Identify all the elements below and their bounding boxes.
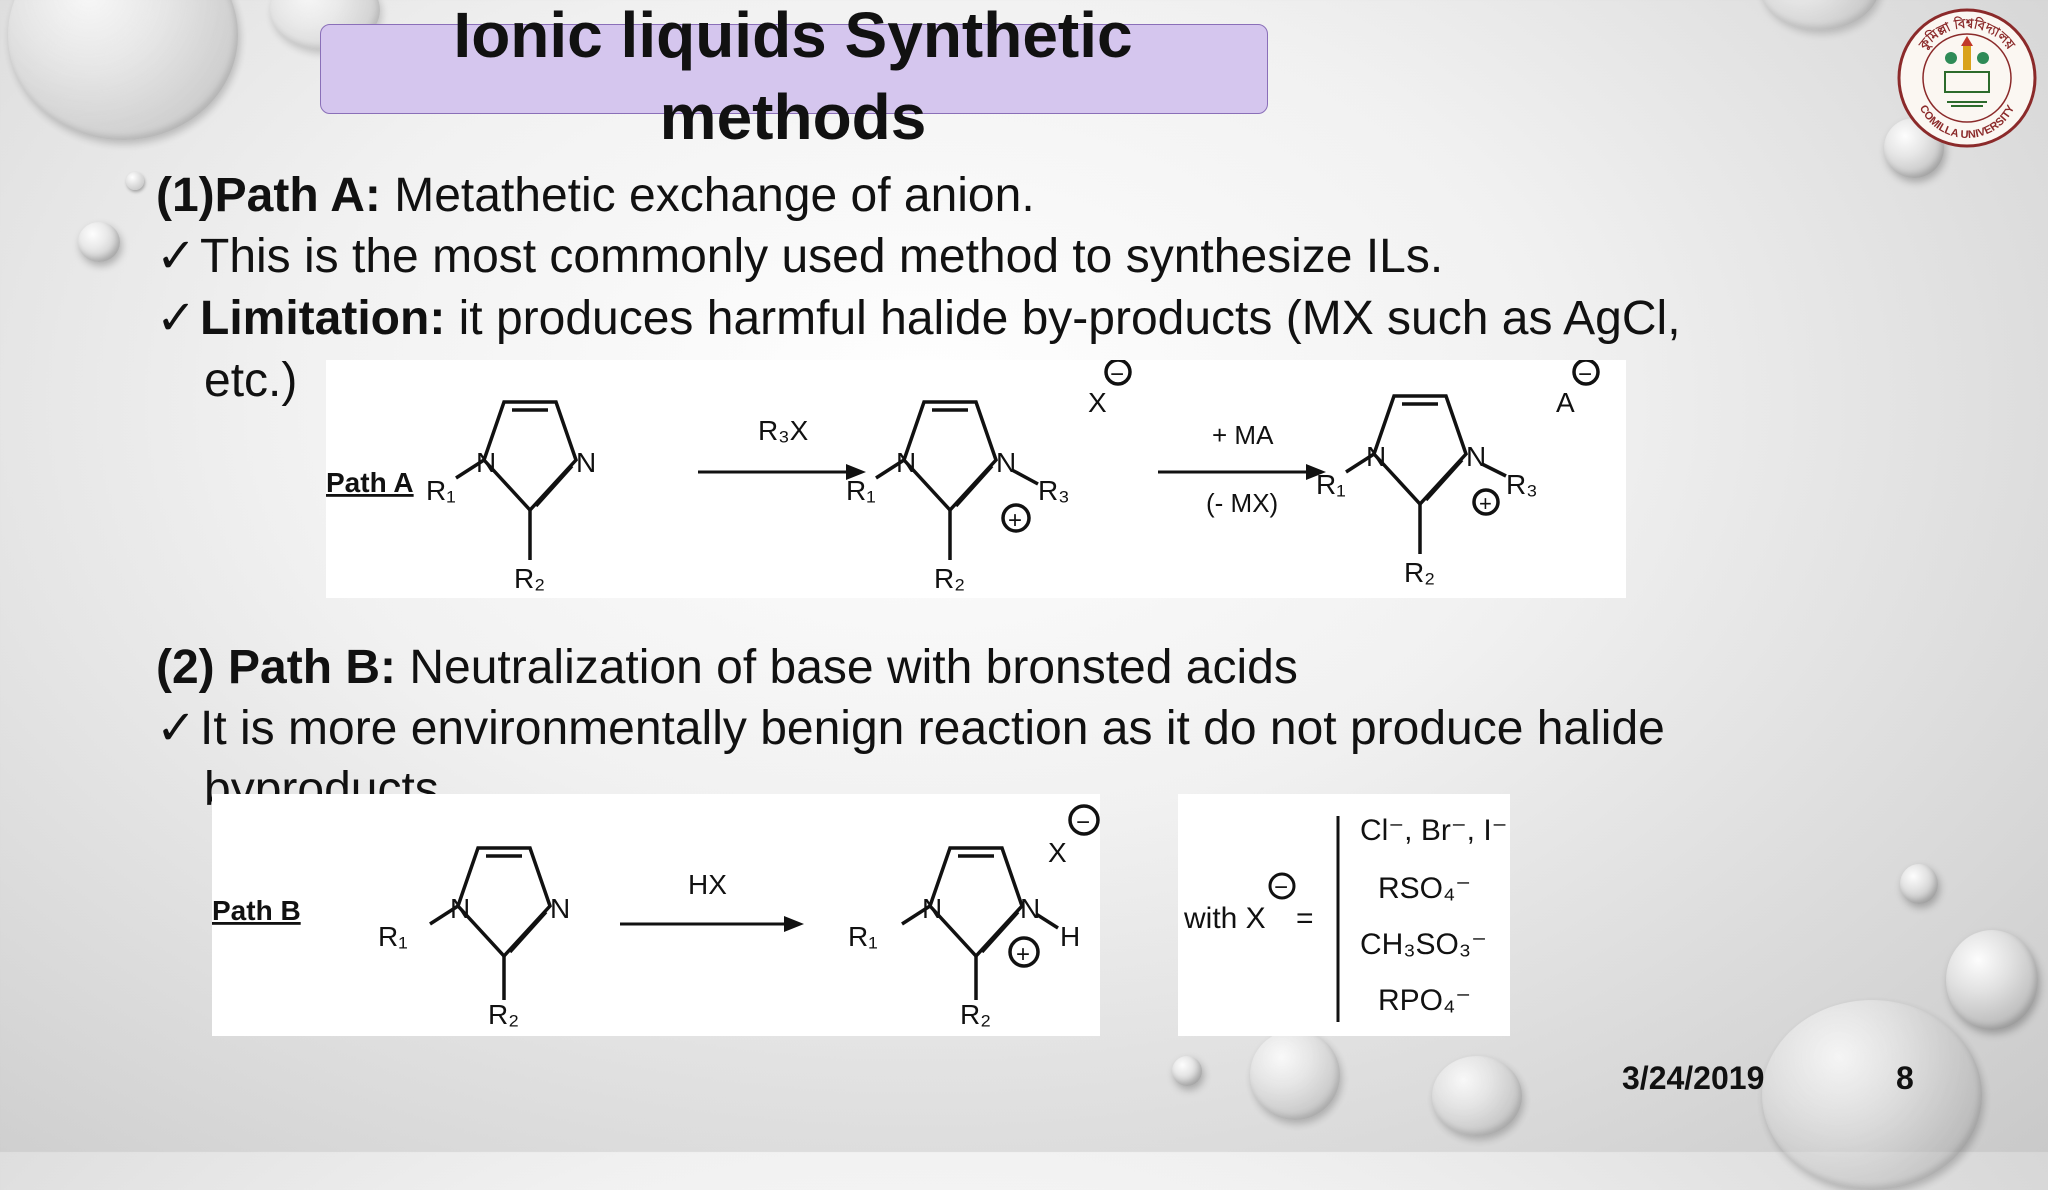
svg-text:+: +	[1016, 941, 1030, 968]
svg-text:H: H	[1060, 921, 1080, 952]
checkmark-icon: ✓	[156, 292, 197, 345]
path-b-label: (2) Path B:	[156, 641, 396, 694]
svg-text:+: +	[1008, 507, 1022, 534]
reaction-scheme-path-a: Path A N N R₁ R₂ R₃X	[326, 358, 1626, 598]
svg-text:R₂: R₂	[514, 563, 545, 594]
anion-ch3so3: CH₃SO₃⁻	[1360, 928, 1487, 961]
svg-text:R₁: R₁	[848, 921, 878, 952]
water-drop-decoration	[8, 0, 238, 140]
svg-text:R₂: R₂	[934, 563, 965, 594]
svg-text:−: −	[1110, 361, 1124, 388]
anion-rpo4: RPO₄⁻	[1378, 984, 1471, 1017]
svg-text:N: N	[1020, 893, 1040, 924]
limitation-label: Limitation:	[200, 292, 446, 345]
title-line-1: Ionic liquids Synthetic	[453, 0, 1133, 71]
university-logo: কুমিল্লা বিশ্ববিদ্যালয় COMILLA UNIVERSI…	[1897, 8, 2037, 148]
title-banner	[320, 24, 1268, 114]
svg-text:N: N	[996, 447, 1016, 478]
water-drop-decoration	[1432, 1056, 1522, 1136]
svg-text:N: N	[922, 893, 942, 924]
water-drop-decoration	[78, 222, 120, 262]
byproduct-mx: (- MX)	[1206, 488, 1278, 518]
path-b-bullet-text: It is more environmentally benign reacti…	[200, 702, 1665, 755]
svg-text:R₃: R₃	[1506, 469, 1538, 500]
equals-sign: =	[1296, 902, 1314, 935]
path-a-label: (1)Path A:	[156, 169, 381, 222]
svg-text:N: N	[896, 447, 916, 478]
title-line-2: methods	[659, 81, 927, 153]
checkmark-icon: ✓	[156, 702, 197, 755]
anion-a: A	[1556, 387, 1575, 418]
path-a-bullet-1-text: This is the most commonly used method to…	[200, 230, 1444, 283]
scheme-b-drawing: Path B N N R₁ R₂ HX	[212, 804, 1100, 1030]
svg-text:N: N	[450, 893, 470, 924]
path-b-bullet: ✓It is more environmentally benign react…	[156, 701, 1665, 757]
anion-list-panel: with X − = Cl⁻, Br⁻, I⁻ RSO₄⁻ CH₃SO₃⁻ RP…	[1178, 794, 1510, 1036]
svg-text:R₂: R₂	[1404, 557, 1435, 588]
checkmark-icon: ✓	[156, 230, 197, 283]
scheme-a-label: Path A	[326, 467, 414, 498]
anion-x: X	[1048, 837, 1067, 868]
water-drop-decoration	[1250, 1030, 1340, 1120]
svg-text:R₂: R₂	[488, 999, 519, 1030]
path-a-bullet-2: ✓Limitation: it produces harmful halide …	[156, 291, 1681, 347]
reagent-ma: + MA	[1212, 420, 1274, 450]
path-a-heading: (1)Path A: Metathetic exchange of anion.	[156, 168, 1035, 224]
reagent-hx: HX	[688, 869, 727, 900]
slide-date: 3/24/2019	[1622, 1060, 1765, 1096]
svg-text:R₃: R₃	[1038, 475, 1070, 506]
path-a-continuation: etc.)	[204, 354, 298, 407]
reaction-scheme-path-b: Path B N N R₁ R₂ HX	[212, 794, 1100, 1036]
water-drop-decoration	[1760, 0, 1880, 30]
water-drop-decoration	[1762, 1000, 1982, 1190]
scheme-b-label: Path B	[212, 895, 301, 926]
svg-text:−: −	[1274, 874, 1288, 901]
svg-text:−: −	[1076, 809, 1090, 836]
path-a-description: Metathetic exchange of anion.	[380, 169, 1035, 222]
anion-rso4: RSO₄⁻	[1378, 872, 1471, 905]
reagent-r3x: R₃X	[758, 415, 809, 446]
svg-text:N: N	[476, 447, 496, 478]
svg-text:+: +	[1479, 491, 1492, 516]
anion-x: X	[1088, 387, 1107, 418]
svg-text:R₁: R₁	[378, 921, 408, 952]
with-x-label: with X	[1183, 902, 1266, 935]
path-a-bullet-2-text: it produces harmful halide by-products (…	[445, 292, 1681, 345]
path-b-heading: (2) Path B: Neutralization of base with …	[156, 640, 1298, 696]
svg-text:R₁: R₁	[1316, 469, 1346, 500]
svg-text:R₁: R₁	[426, 475, 456, 506]
path-b-description: Neutralization of base with bronsted aci…	[396, 641, 1298, 694]
svg-text:N: N	[1466, 441, 1486, 472]
svg-text:−: −	[1578, 361, 1592, 388]
anion-list-drawing: with X − = Cl⁻, Br⁻, I⁻ RSO₄⁻ CH₃SO₃⁻ RP…	[1183, 814, 1508, 1022]
water-drop-decoration	[1946, 930, 2038, 1030]
svg-text:R₁: R₁	[846, 475, 876, 506]
slide-number: 8	[1896, 1060, 1914, 1096]
bullet-dot	[126, 172, 144, 190]
water-drop-decoration	[1900, 864, 1938, 904]
water-drop-decoration	[1172, 1056, 1202, 1086]
slide-title: Ionic liquids Synthetic methods	[320, 0, 1266, 158]
anion-halides: Cl⁻, Br⁻, I⁻	[1360, 814, 1508, 847]
svg-text:R₂: R₂	[960, 999, 991, 1030]
svg-text:N: N	[550, 893, 570, 924]
svg-text:N: N	[1366, 441, 1386, 472]
path-a-bullet-1: ✓This is the most commonly used method t…	[156, 229, 1443, 285]
scheme-a-drawing: Path A N N R₁ R₂ R₃X	[326, 358, 1600, 594]
svg-text:N: N	[576, 447, 596, 478]
